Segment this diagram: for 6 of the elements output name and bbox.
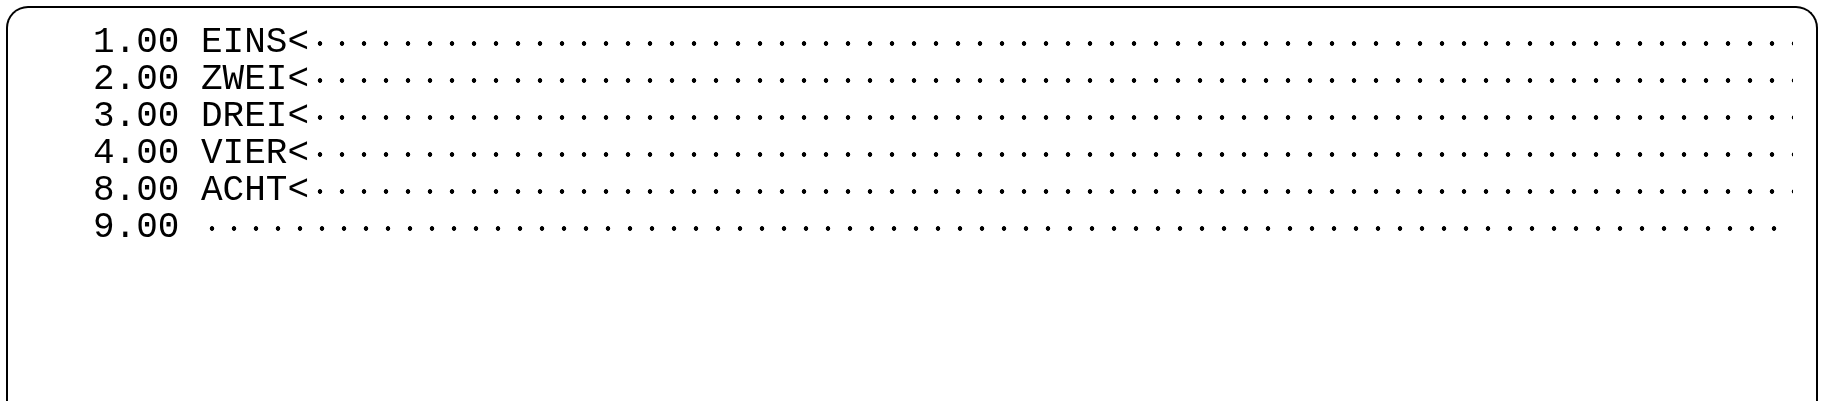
line-text: 3.00 DREI< bbox=[93, 98, 310, 135]
line-text: 1.00 EINS< bbox=[93, 24, 310, 61]
line-text: 8.00 ACHT< bbox=[93, 172, 310, 209]
line-text: 4.00 VIER< bbox=[93, 135, 310, 172]
line-text: 2.00 ZWEI< bbox=[93, 61, 310, 98]
line-text: 9.00 bbox=[93, 209, 180, 246]
